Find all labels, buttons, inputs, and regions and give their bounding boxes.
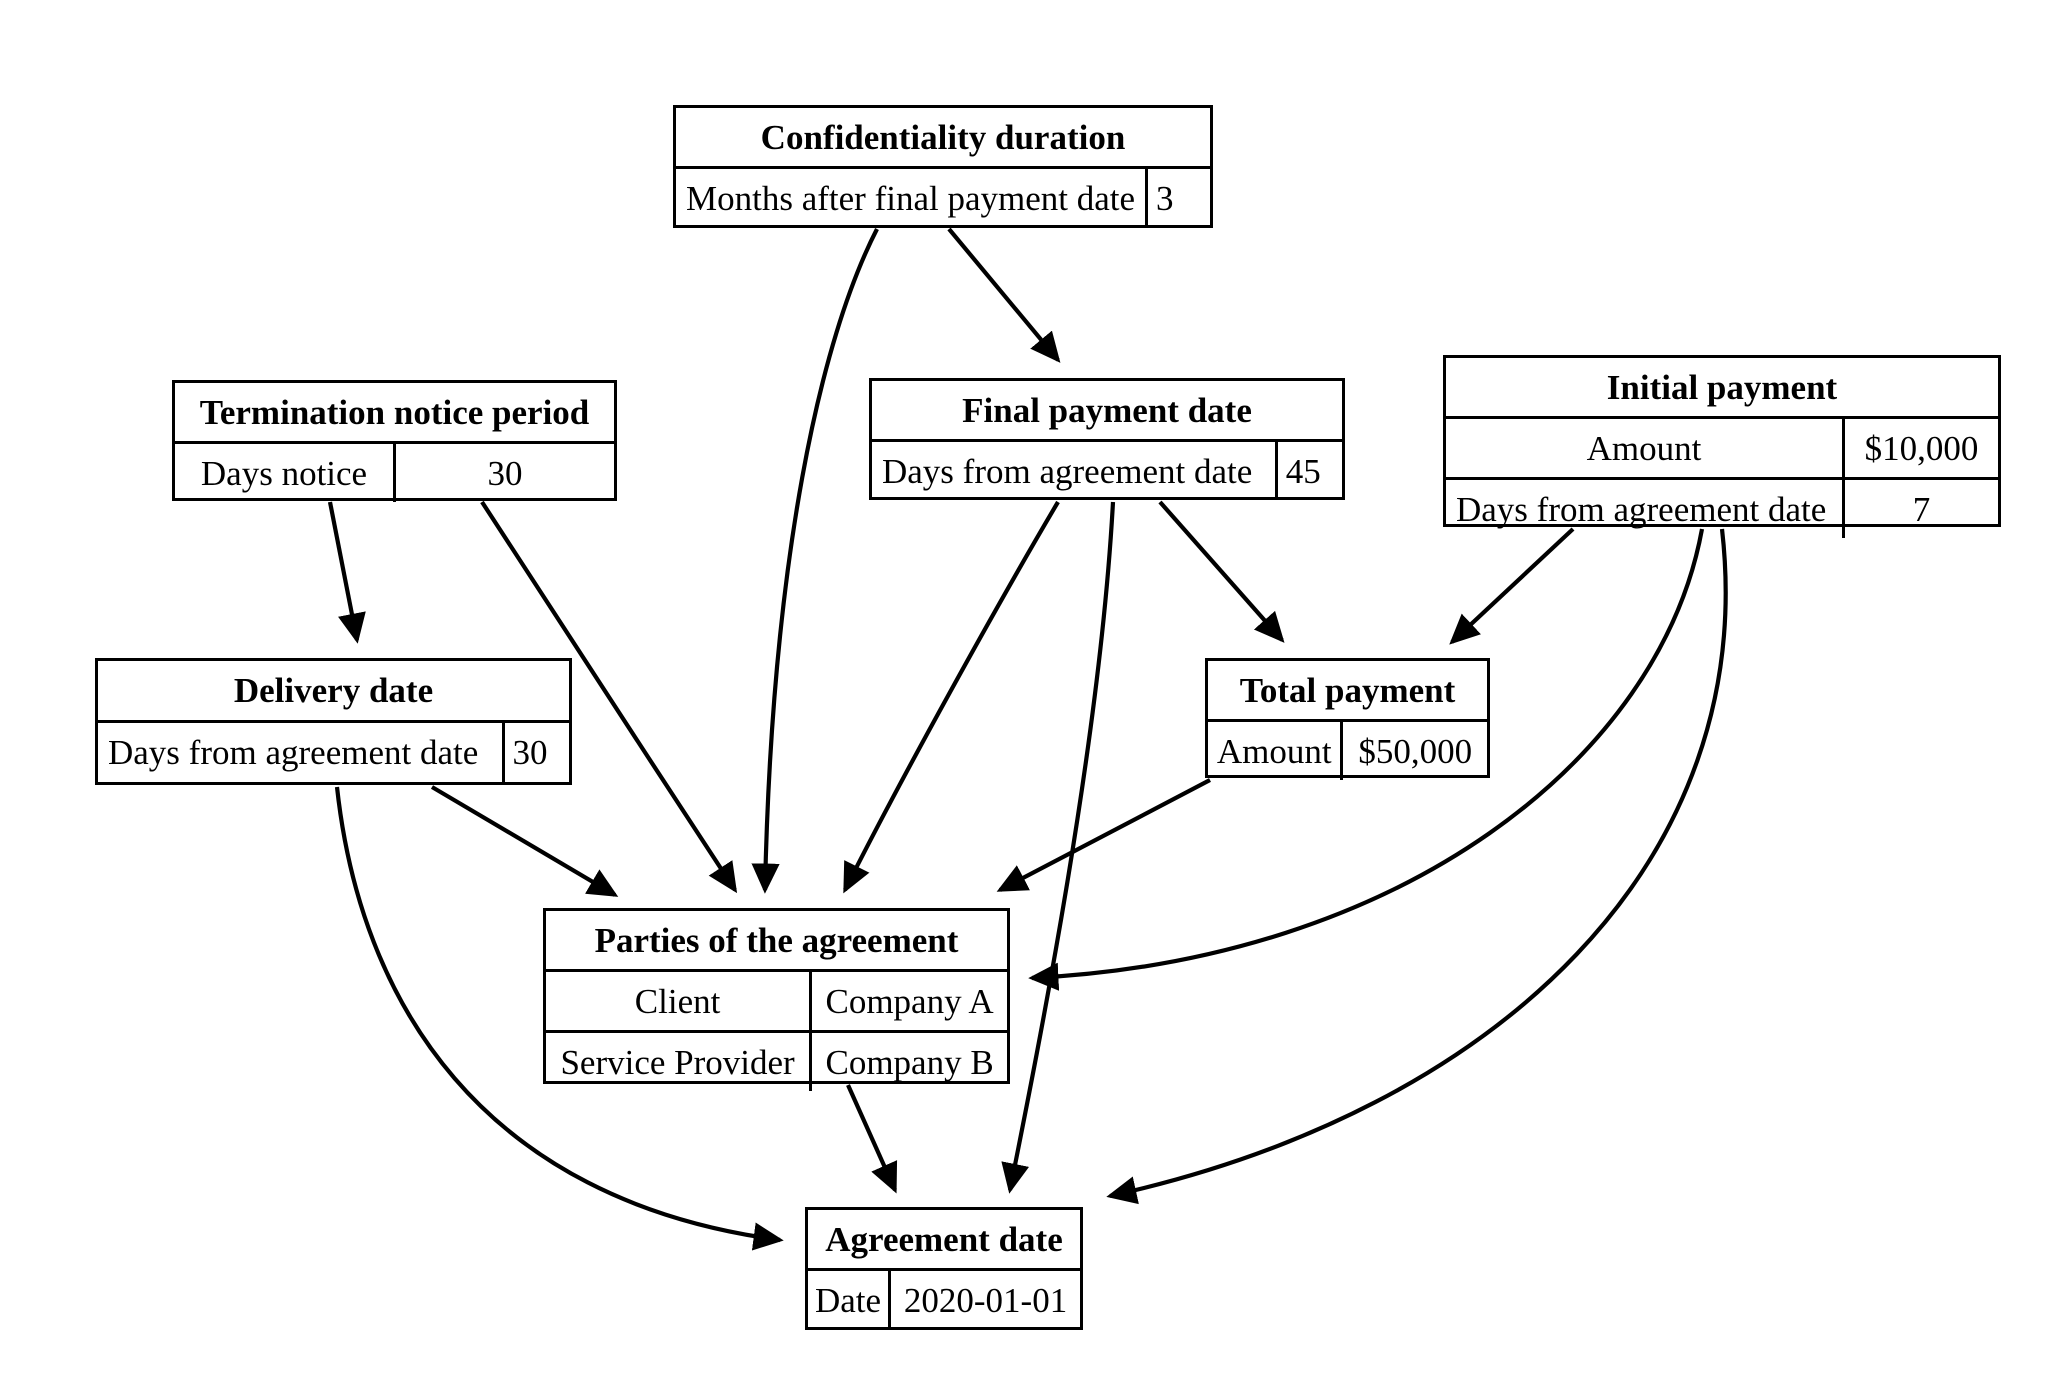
node-delivery-date[interactable]: Delivery date Days from agreement date 3…: [95, 658, 572, 785]
node-title-row: Parties of the agreement: [546, 911, 1007, 972]
node-field-row: Months after final payment date 3: [676, 167, 1210, 227]
node-termination-notice-period[interactable]: Termination notice period Days notice 30: [172, 380, 617, 502]
node-title: Total payment: [1208, 661, 1487, 722]
node-title: Confidentiality duration: [676, 108, 1210, 169]
node-agreement-date[interactable]: Agreement date Date 2020-01-01: [805, 1207, 1083, 1330]
node-title: Initial payment: [1446, 358, 1998, 419]
field-value: 2020-01-01: [888, 1269, 1080, 1329]
field-key: Days from agreement date: [108, 733, 479, 772]
edge-total_payment-to-parties_of_the_agreement: [996, 778, 1211, 892]
field-value: 7: [1841, 477, 1998, 538]
edge-initial_payment-to-total_payment: [1449, 527, 1575, 645]
node-field-row: Days from agreement date 30: [98, 721, 569, 782]
node-field-row: Service Provider Company B: [546, 1030, 1007, 1091]
edge-termination_notice_period-to-delivery_date: [327, 501, 366, 644]
edge-initial_payment-to-agreement_date: [1106, 528, 1728, 1205]
node-title-row: Total payment: [1208, 661, 1487, 722]
field-key: Client: [634, 981, 721, 1021]
field-key: Amount: [1586, 428, 1702, 468]
node-title-row: Termination notice period: [175, 383, 614, 444]
edge-delivery_date-to-parties_of_the_agreement: [430, 785, 619, 897]
edge-confidentiality_duration-to-parties_of_the_agreement: [751, 228, 879, 894]
node-total-payment[interactable]: Total payment Amount $50,000: [1205, 658, 1490, 780]
node-field-row: Date 2020-01-01: [808, 1269, 1080, 1329]
field-value: $50,000: [1340, 720, 1487, 780]
field-value: 3: [1145, 167, 1210, 227]
node-field-row: Amount $50,000: [1208, 720, 1487, 780]
node-title: Parties of the agreement: [546, 911, 1007, 972]
field-key: Service Provider: [546, 1030, 811, 1091]
node-title: Final payment date: [872, 381, 1342, 442]
edge-parties_of_the_agreement-to-agreement_date: [846, 1084, 898, 1194]
node-title-row: Initial payment: [1446, 358, 1998, 419]
field-value: Company A: [809, 970, 1007, 1032]
field-value: Company B: [809, 1030, 1007, 1091]
node-confidentiality-duration[interactable]: Confidentiality duration Months after fi…: [673, 105, 1213, 228]
field-key: Amount: [1216, 731, 1332, 771]
field-key: Days from agreement date: [1446, 477, 1844, 538]
node-title-row: Delivery date: [98, 661, 569, 723]
node-title-row: Confidentiality duration: [676, 108, 1210, 169]
edge-final_payment_date-to-agreement_date: [1001, 501, 1116, 1194]
node-parties-of-the-agreement[interactable]: Parties of the agreement Client Company …: [543, 908, 1010, 1091]
node-title: Termination notice period: [175, 383, 614, 444]
node-field-row: Client Company A: [546, 970, 1007, 1032]
field-value: 30: [501, 721, 569, 782]
field-key: Months after final payment date: [686, 178, 1136, 218]
node-field-row: Days from agreement date 45: [872, 440, 1342, 500]
node-title: Agreement date: [808, 1210, 1080, 1271]
field-value: 30: [393, 442, 614, 502]
field-value: 45: [1274, 440, 1342, 500]
node-title-row: Agreement date: [808, 1210, 1080, 1271]
node-field-row: Days notice 30: [175, 442, 614, 502]
node-final-payment-date[interactable]: Final payment date Days from agreement d…: [869, 378, 1345, 500]
field-key: Days from agreement date: [882, 451, 1253, 491]
edge-final_payment_date-to-total_payment: [1158, 500, 1285, 643]
edge-confidentiality_duration-to-final_payment_date: [947, 227, 1061, 363]
node-title: Delivery date: [98, 661, 569, 723]
node-field-row: Days from agreement date 7: [1446, 477, 1998, 538]
node-initial-payment[interactable]: Initial payment Amount $10,000 Days from…: [1443, 355, 2001, 538]
field-key: Days notice: [200, 453, 368, 493]
field-key: Date: [815, 1280, 882, 1320]
field-value: $10,000: [1841, 417, 1998, 479]
edge-final_payment_date-to-parties_of_the_agreement: [843, 500, 1060, 894]
node-title-row: Final payment date: [872, 381, 1342, 442]
node-field-row: Amount $10,000: [1446, 417, 1998, 479]
